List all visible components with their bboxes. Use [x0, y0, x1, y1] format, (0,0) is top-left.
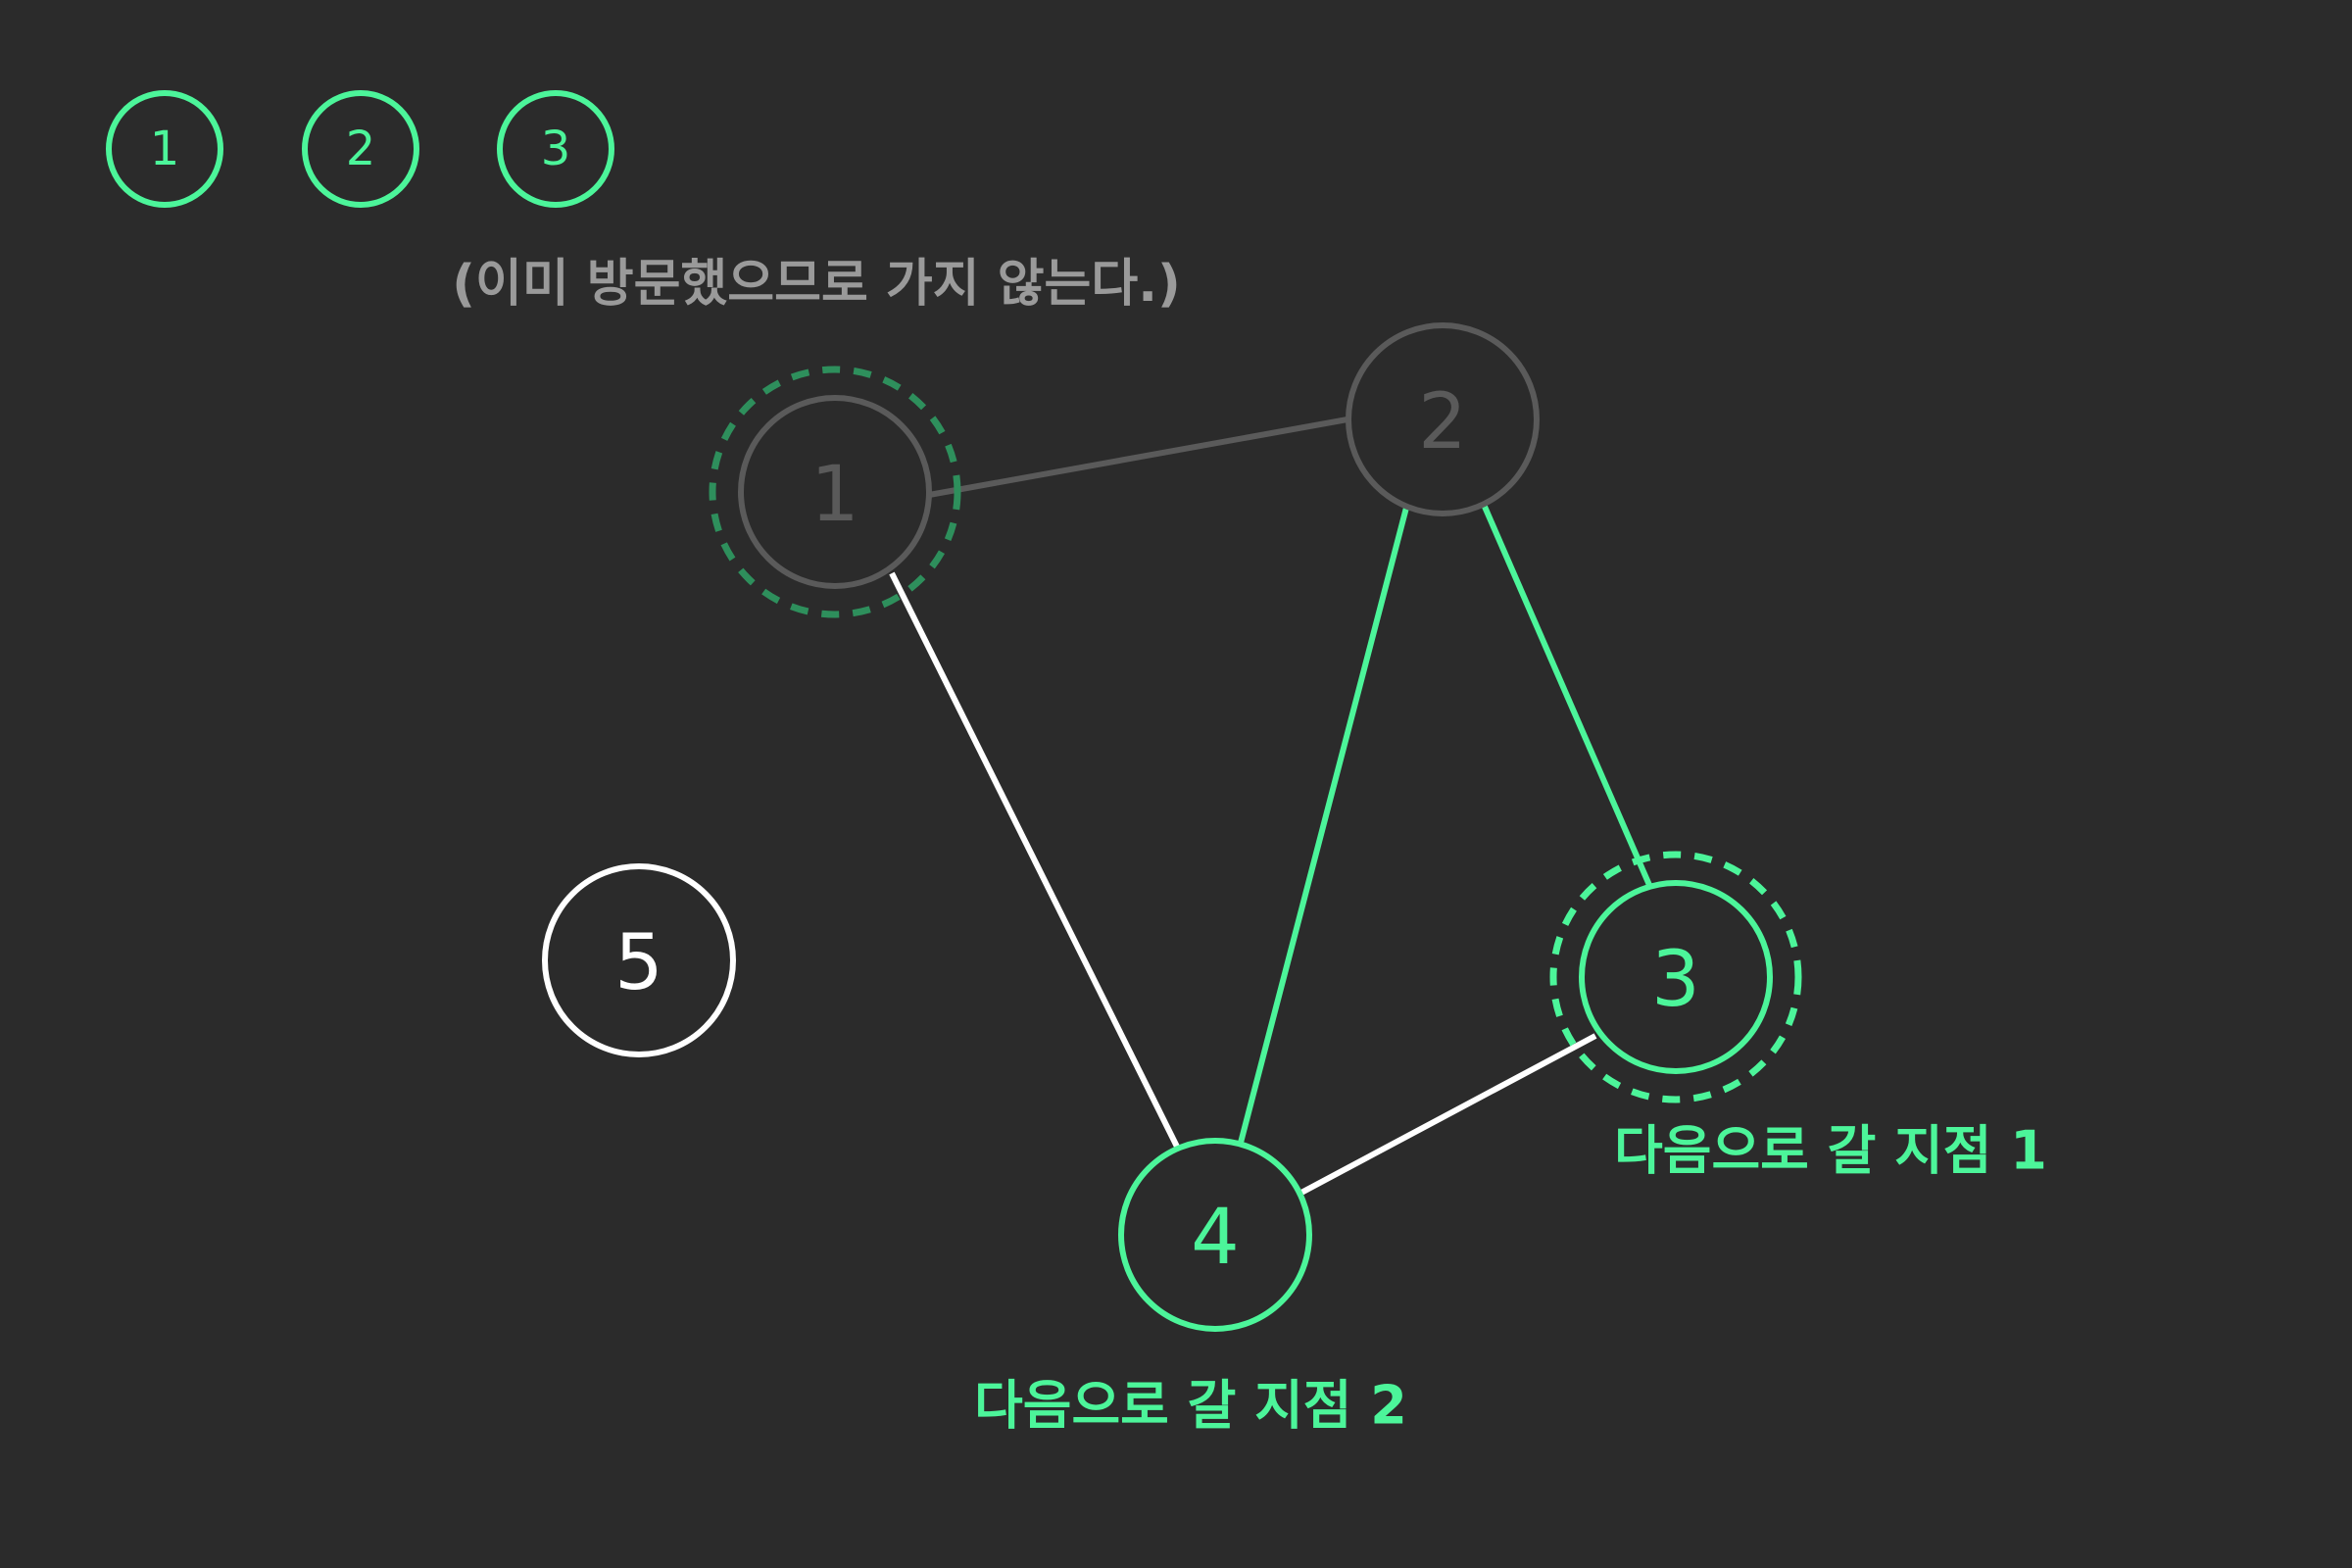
already-visited-note: (이미 방문했으므로 가지 않는다.): [452, 255, 1181, 314]
node-2-label: 2: [1418, 378, 1467, 466]
node-2: 2: [1346, 322, 1540, 516]
visit-order: 1 2 3: [106, 90, 614, 208]
node-4-circle: [1118, 1138, 1312, 1332]
node-1: 1: [709, 366, 961, 618]
edge-3-4: [1298, 1033, 1597, 1197]
edge-1-4: [889, 571, 1181, 1151]
visit-order-label-1: 1: [150, 122, 180, 176]
node-4-label: 4: [1191, 1194, 1240, 1282]
node-1-dashed-ring: [709, 366, 961, 618]
visit-order-circle-2: [302, 90, 419, 208]
node-4: 4: [1118, 1138, 1312, 1332]
node-3-circle: [1579, 880, 1773, 1074]
node-2-circle: [1346, 322, 1540, 516]
node-5-circle: [542, 863, 736, 1057]
visit-order-label-2: 2: [346, 122, 376, 176]
edge-1-2: [928, 416, 1348, 498]
node-5-label: 5: [614, 919, 663, 1007]
visit-order-circle-1: [106, 90, 223, 208]
node-1-circle: [738, 395, 932, 589]
visit-order-circle-3: [497, 90, 614, 208]
node-1-label: 1: [810, 451, 859, 539]
edge-2-4: [1238, 507, 1409, 1144]
next-step-label-1: 다음으로 갈 지점 1: [1614, 1120, 2047, 1182]
node-5: 5: [542, 863, 736, 1057]
node-3-label: 3: [1651, 936, 1700, 1024]
node-3: 3: [1549, 851, 1802, 1103]
edge-2-3: [1482, 505, 1655, 894]
visit-order-label-3: 3: [541, 122, 571, 176]
next-step-label-2: 다음으로 갈 지점 2: [974, 1375, 1407, 1437]
node-3-dashed-ring: [1549, 851, 1802, 1103]
